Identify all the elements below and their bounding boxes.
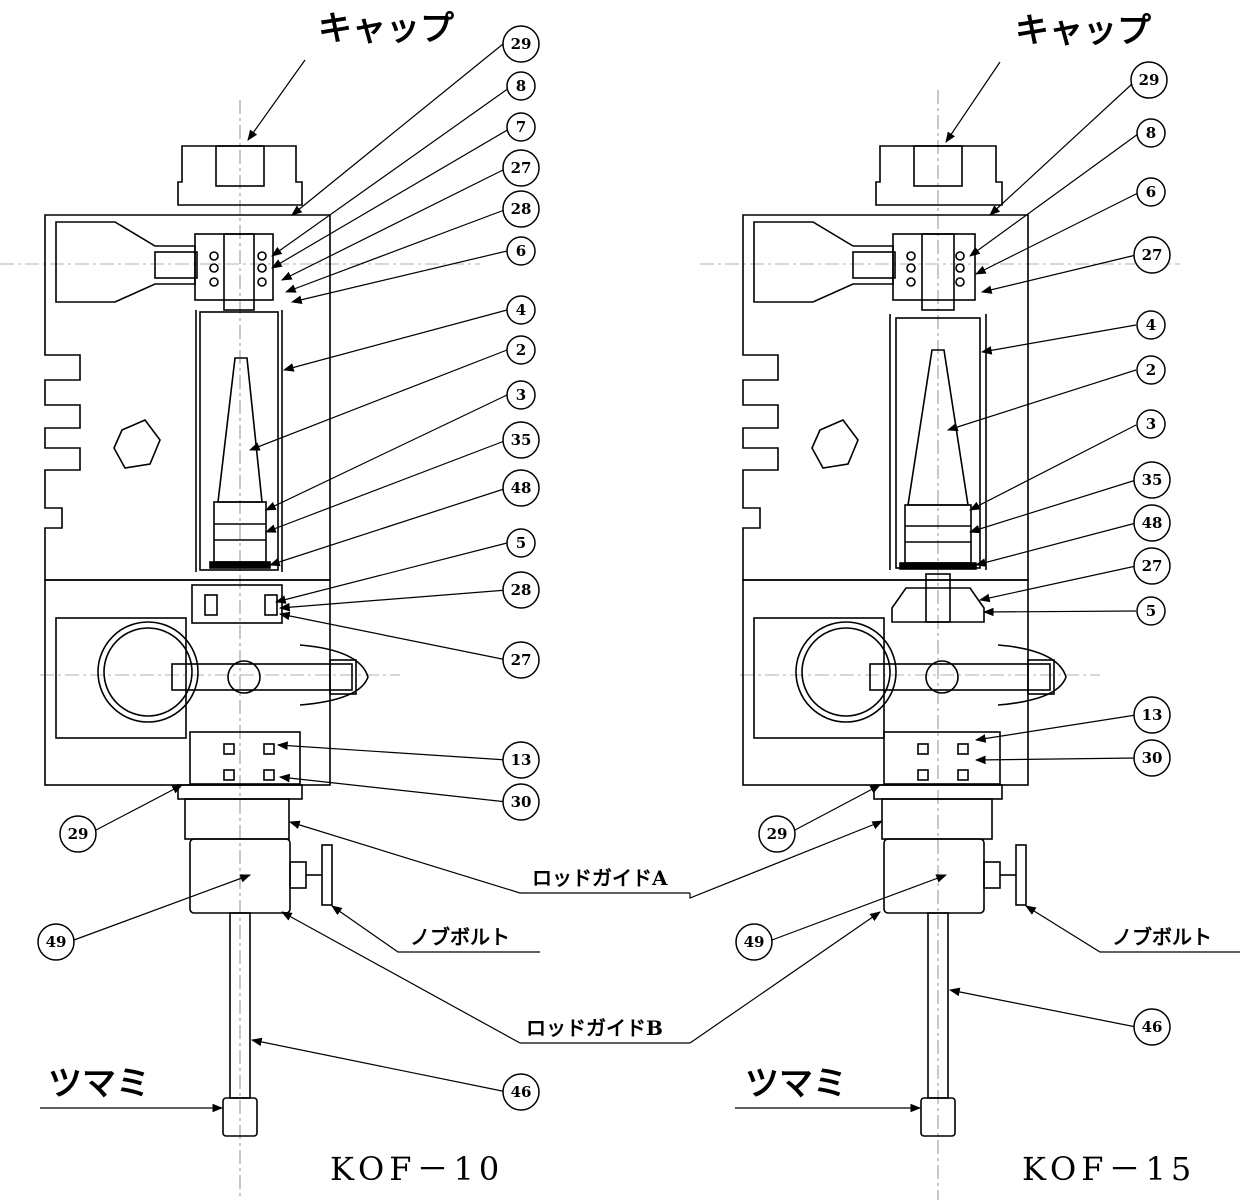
callout-bubble: 28 xyxy=(502,571,540,609)
callout-bubble: 29 xyxy=(502,25,540,63)
right-knob xyxy=(920,1097,956,1137)
svg-text:2: 2 xyxy=(516,341,526,359)
callout-bubble: 46 xyxy=(502,1073,540,1111)
callout-bubble: 4 xyxy=(1136,310,1166,340)
svg-text:46: 46 xyxy=(1142,1018,1163,1036)
callout-bubble: 29 xyxy=(1130,61,1168,99)
callout-bubble: 35 xyxy=(502,421,540,459)
callout-bubble: 13 xyxy=(502,741,540,779)
svg-text:29: 29 xyxy=(767,825,788,843)
callout-bubble: 30 xyxy=(1133,739,1171,777)
svg-text:5: 5 xyxy=(516,534,526,552)
right-knob-bolt xyxy=(1015,844,1027,906)
right-model-label: KOF－15 xyxy=(1022,1150,1196,1188)
callout-bubble: 3 xyxy=(506,380,536,410)
callout-bubble: 6 xyxy=(1136,177,1166,207)
right-knob-bolt-label: ノブボルト xyxy=(1112,925,1212,949)
left-knob xyxy=(222,1097,258,1137)
callout-bubble: 48 xyxy=(502,469,540,507)
callout-bubble: 27 xyxy=(1133,236,1171,274)
svg-text:4: 4 xyxy=(516,301,526,319)
callout-bubble: 4 xyxy=(506,295,536,325)
svg-text:3: 3 xyxy=(1146,415,1156,433)
callout-bubble: 27 xyxy=(502,641,540,679)
left-model-label: KOF－10 xyxy=(330,1150,504,1188)
svg-text:6: 6 xyxy=(1146,183,1156,201)
rod-guide-b-label: ロッドガイドB xyxy=(526,1016,663,1040)
left-knob-bolt-label: ノブボルト xyxy=(410,925,510,949)
callout-bubble: 29 xyxy=(758,815,796,853)
svg-text:5: 5 xyxy=(1146,602,1156,620)
svg-text:29: 29 xyxy=(1139,71,1160,89)
callout-bubble: 27 xyxy=(502,149,540,187)
svg-text:49: 49 xyxy=(744,933,765,951)
callout-bubble: 2 xyxy=(1136,355,1166,385)
svg-text:27: 27 xyxy=(1142,557,1163,575)
callout-bubble: 13 xyxy=(1133,696,1171,734)
svg-text:28: 28 xyxy=(511,581,532,599)
callout-bubble: 5 xyxy=(1136,596,1166,626)
left-knob-bolt xyxy=(321,844,333,906)
left-knob-label: ツマミ xyxy=(48,1064,150,1104)
right-knob-label: ツマミ xyxy=(745,1064,847,1104)
svg-text:27: 27 xyxy=(511,651,532,669)
left-cap-label: キャップ xyxy=(318,9,454,49)
callout-bubble: 6 xyxy=(506,236,536,266)
callout-bubble: 8 xyxy=(506,71,536,101)
svg-text:29: 29 xyxy=(68,825,89,843)
svg-text:7: 7 xyxy=(516,118,526,136)
left-outlet-port xyxy=(97,621,199,723)
svg-text:27: 27 xyxy=(511,159,532,177)
callout-bubble: 2 xyxy=(506,335,536,365)
svg-text:30: 30 xyxy=(1142,749,1163,767)
svg-text:2: 2 xyxy=(1146,361,1156,379)
callout-bubble: 29 xyxy=(59,815,97,853)
callout-bubble: 49 xyxy=(735,923,773,961)
svg-text:29: 29 xyxy=(511,35,532,53)
left-cap xyxy=(177,145,303,206)
right-rod-guide-b xyxy=(883,838,985,914)
left-assembly xyxy=(0,100,480,1200)
svg-text:3: 3 xyxy=(516,386,526,404)
svg-text:6: 6 xyxy=(516,242,526,260)
svg-text:30: 30 xyxy=(511,793,532,811)
left-tube xyxy=(199,311,279,571)
right-cap-label: キャップ xyxy=(1015,11,1151,51)
svg-text:28: 28 xyxy=(511,200,532,218)
svg-text:8: 8 xyxy=(1146,124,1156,142)
right-callouts: 29 8 6 27 4 2 3 35 48 27 5 13 30 29 49 4… xyxy=(735,61,1171,1046)
svg-text:8: 8 xyxy=(516,77,526,95)
callout-bubble: 46 xyxy=(1133,1008,1171,1046)
svg-text:13: 13 xyxy=(1142,706,1163,724)
callout-bubble: 5 xyxy=(506,528,536,558)
callout-bubble: 8 xyxy=(1136,118,1166,148)
right-cap xyxy=(875,145,1003,206)
leader-lines xyxy=(40,43,1240,1113)
svg-text:35: 35 xyxy=(511,431,532,449)
right-outlet-port xyxy=(795,621,897,723)
svg-text:49: 49 xyxy=(46,933,67,951)
svg-text:4: 4 xyxy=(1146,316,1156,334)
left-body xyxy=(44,214,331,581)
svg-text:48: 48 xyxy=(511,479,532,497)
left-callouts: 29 8 7 27 28 6 4 2 3 35 48 5 28 27 13 30… xyxy=(37,25,540,1111)
svg-text:13: 13 xyxy=(511,751,532,769)
callout-bubble: 3 xyxy=(1136,409,1166,439)
rod-guide-a-label: ロッドガイドA xyxy=(532,866,668,890)
right-body xyxy=(742,214,1029,581)
callout-bubble: 7 xyxy=(506,112,536,142)
callout-bubble: 35 xyxy=(1133,461,1171,499)
callout-bubble: 48 xyxy=(1133,504,1171,542)
svg-text:27: 27 xyxy=(1142,246,1163,264)
right-assembly xyxy=(700,90,1180,1200)
callout-bubble: 27 xyxy=(1133,547,1171,585)
svg-text:35: 35 xyxy=(1142,471,1163,489)
callout-bubble: 30 xyxy=(502,783,540,821)
svg-text:46: 46 xyxy=(511,1083,532,1101)
callout-bubble: 49 xyxy=(37,923,75,961)
svg-text:48: 48 xyxy=(1142,514,1163,532)
callout-bubble: 28 xyxy=(502,190,540,228)
